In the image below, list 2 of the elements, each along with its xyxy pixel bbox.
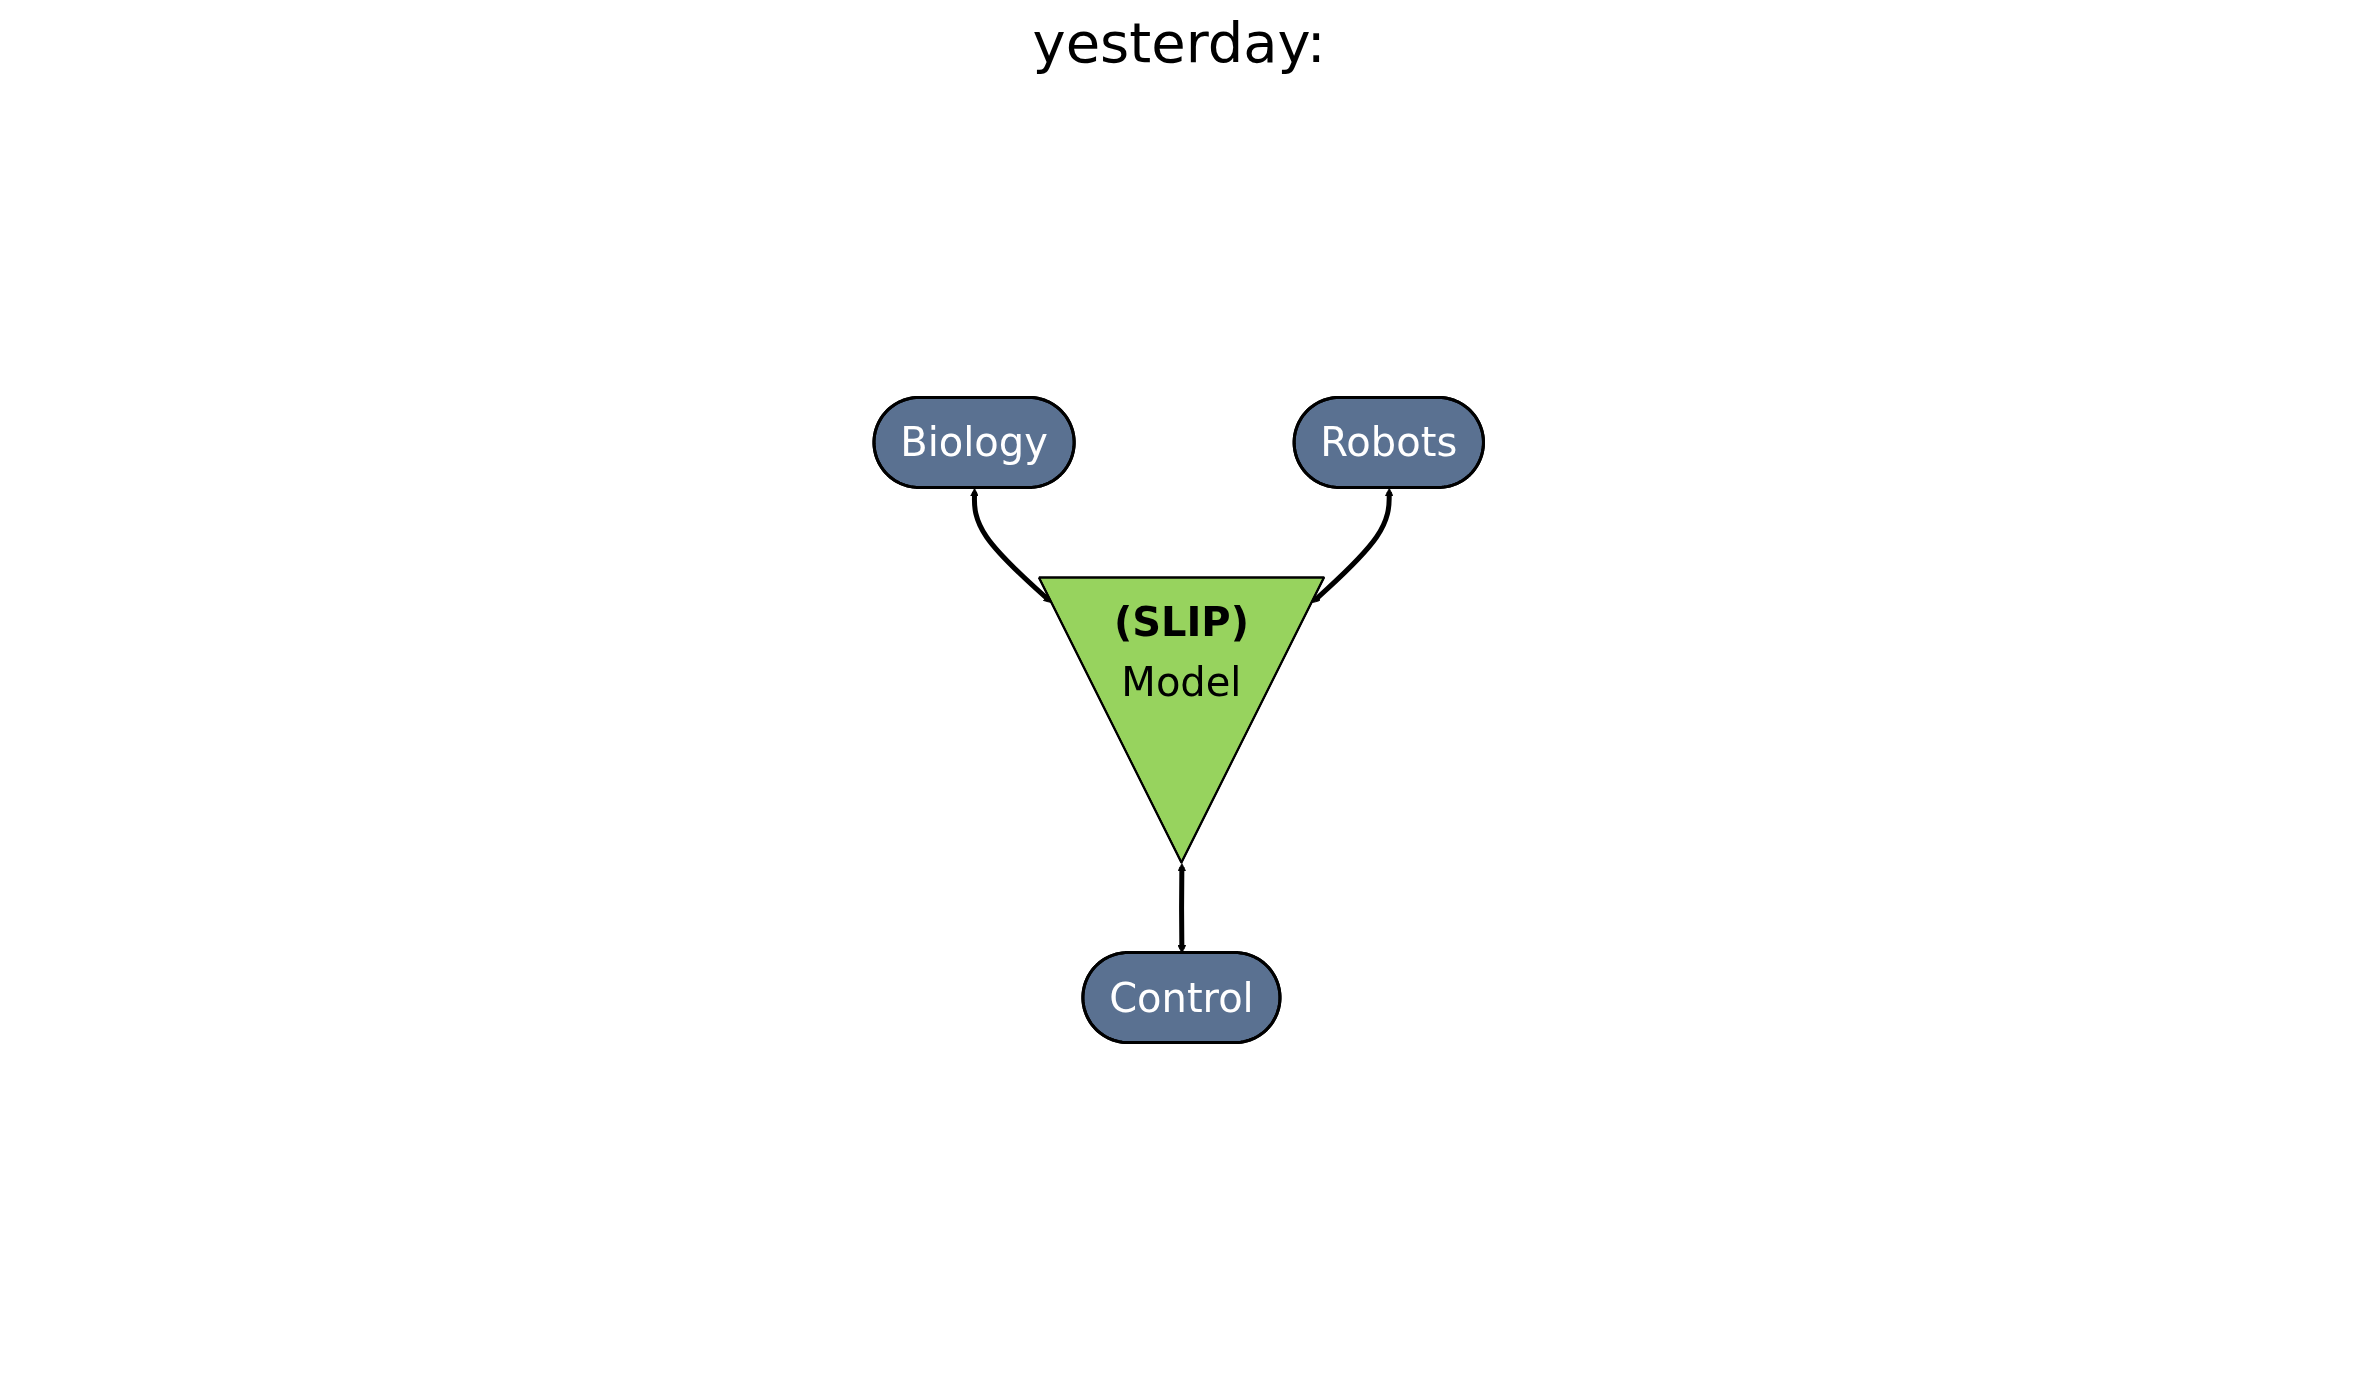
title: yesterday: xyxy=(1031,10,1327,75)
arrow xyxy=(1311,487,1394,604)
